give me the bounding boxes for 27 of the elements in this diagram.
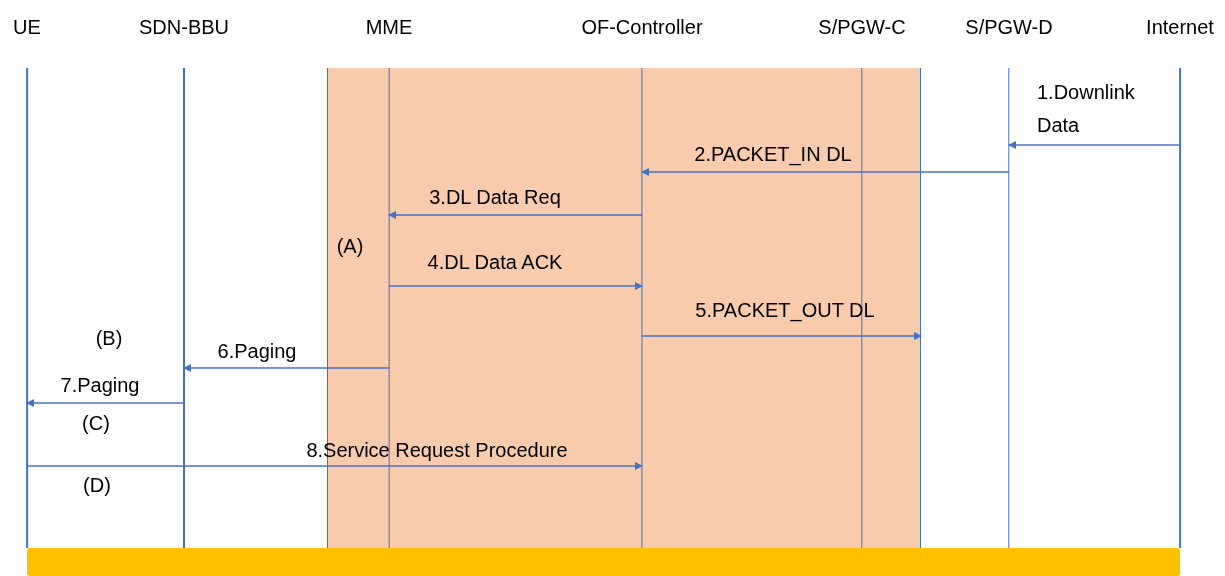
message-label: 7.Paging	[60, 373, 140, 398]
arrow	[1008, 141, 1181, 149]
arrow	[26, 399, 185, 407]
participant-label: SDN-BBU	[139, 15, 229, 40]
step-marker: (D)	[83, 473, 111, 497]
step-marker: (B)	[95, 326, 123, 350]
message-label: 5.PACKET_OUT DL	[695, 298, 875, 324]
participant-label: UE	[13, 15, 41, 40]
message-label: 4.DL Data ACK	[427, 250, 563, 275]
message-label: 3.DL Data Req	[429, 185, 561, 210]
arrow	[641, 332, 922, 340]
participant-label: Internet	[1146, 15, 1214, 40]
step-marker: (C)	[82, 411, 110, 435]
participant-label: S/PGW-C	[818, 15, 906, 40]
participant-label: OF-Controller	[581, 15, 703, 40]
message-label: 6.Paging	[217, 339, 297, 364]
step-marker: (A)	[336, 234, 364, 258]
arrow	[26, 462, 643, 470]
arrow	[641, 168, 1010, 176]
arrow	[388, 211, 643, 219]
participant-label: S/PGW-D	[965, 15, 1053, 40]
arrow	[183, 364, 390, 372]
message-label: 1.Downlink Data	[1037, 80, 1136, 138]
base-bar	[27, 548, 1180, 576]
participant-label: MME	[365, 15, 413, 40]
arrow	[388, 282, 643, 290]
message-label: 2.PACKET_IN DL	[694, 142, 852, 168]
